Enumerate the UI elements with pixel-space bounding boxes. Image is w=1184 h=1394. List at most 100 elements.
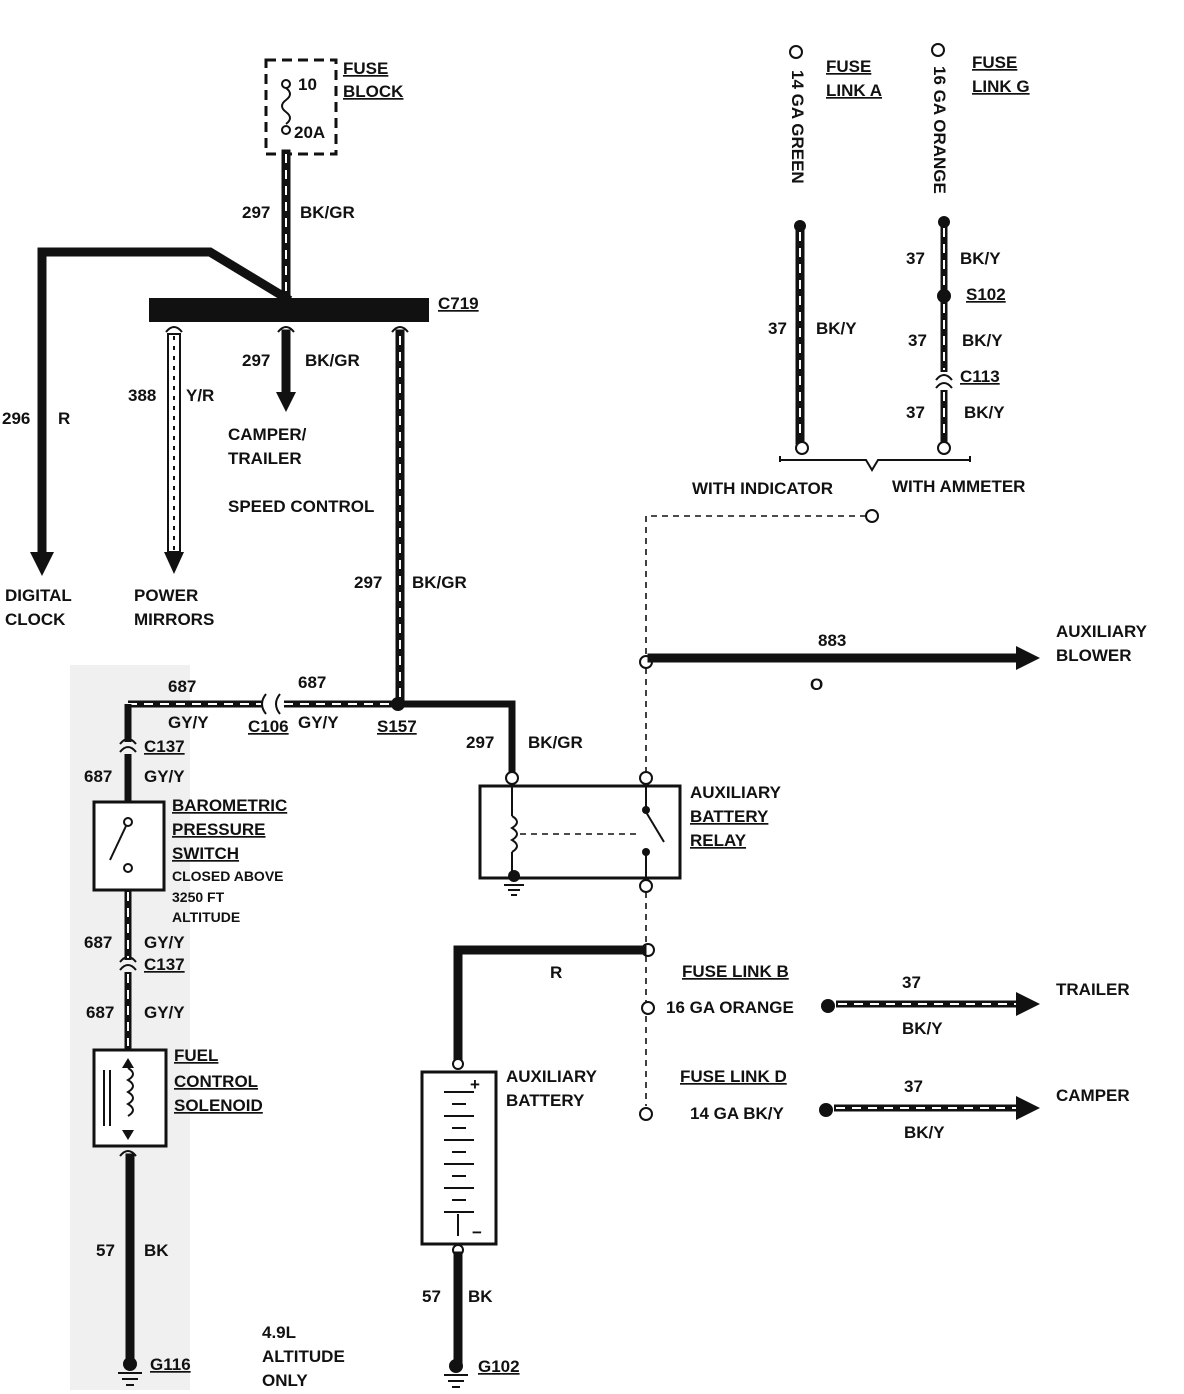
splice-s157: S157 bbox=[128, 697, 516, 774]
connector-c719: C719 bbox=[149, 294, 479, 322]
wire-297-camper-color: BK/GR bbox=[305, 351, 360, 370]
wire-687-b-color: GY/Y bbox=[298, 713, 339, 732]
wire-388-circuit: 388 bbox=[128, 386, 156, 405]
g116-label: G116 bbox=[150, 1355, 191, 1374]
wire-57-right-circuit: 57 bbox=[422, 1287, 441, 1306]
fuse-link-d-gauge: 14 GA BK/Y bbox=[690, 1104, 785, 1123]
c719-label: C719 bbox=[438, 294, 479, 313]
fuse-number: 10 bbox=[298, 75, 317, 94]
camper-trailer-label-2: TRAILER bbox=[228, 449, 302, 468]
c106-label: C106 bbox=[248, 717, 289, 736]
fuse-link-g-title-2: LINK G bbox=[972, 77, 1030, 96]
wire-687-to-solenoid: 687 GY/Y C137 687 GY/Y bbox=[84, 890, 185, 1050]
wire-296-digital-clock: 296 R DIGITAL CLOCK bbox=[2, 247, 293, 629]
wire-883-color: O bbox=[810, 675, 823, 694]
wire-57-g116: 57 BK G116 bbox=[96, 1150, 191, 1386]
camper-label: CAMPER bbox=[1056, 1086, 1130, 1105]
wire-297-relay-color: BK/GR bbox=[528, 733, 583, 752]
baro-note-1: CLOSED ABOVE bbox=[172, 868, 284, 884]
power-mirrors-label-1: POWER bbox=[134, 586, 198, 605]
fuel-label-2: CONTROL bbox=[174, 1072, 258, 1091]
wire-37-ammeter-3-color: BK/Y bbox=[964, 403, 1005, 422]
baro-label-3: SWITCH bbox=[172, 844, 239, 863]
digital-clock-label-2: CLOCK bbox=[5, 610, 66, 629]
wire-883-circuit: 883 bbox=[818, 631, 846, 650]
fuse-rating: 20A bbox=[294, 123, 325, 142]
altitude-note-2: ALTITUDE bbox=[262, 1347, 345, 1366]
fuse-block: 10 20A FUSE BLOCK bbox=[264, 58, 404, 156]
fuse-link-g-ammeter: 16 GA ORANGE FUSE LINK G 37 BK/Y S102 37… bbox=[906, 43, 1030, 455]
wire-37-ammeter-3-circuit: 37 bbox=[906, 403, 925, 422]
wire-687-e-color: GY/Y bbox=[144, 1003, 185, 1022]
fuse-link-g-title-1: FUSE bbox=[972, 53, 1017, 72]
wire-297-camper-circuit: 297 bbox=[242, 351, 270, 370]
wire-57-left-circuit: 57 bbox=[96, 1241, 115, 1260]
c137-bottom-label: C137 bbox=[144, 955, 185, 974]
barometric-pressure-switch: BAROMETRIC PRESSURE SWITCH CLOSED ABOVE … bbox=[92, 796, 287, 925]
fuse-link-d-title: FUSE LINK D bbox=[680, 1067, 787, 1086]
wire-37-ammeter-1-color: BK/Y bbox=[960, 249, 1001, 268]
power-mirrors-label-2: MIRRORS bbox=[134, 610, 214, 629]
wire-296-circuit: 296 bbox=[2, 409, 30, 428]
wire-297-circuit: 297 bbox=[242, 203, 270, 222]
wire-297-to-s157: 297 BK/GR bbox=[354, 326, 467, 705]
c137-top-label: C137 bbox=[144, 737, 185, 756]
fuse-link-a-indicator: 14 GA GREEN FUSE LINK A 37 BK/Y bbox=[768, 45, 882, 455]
fuse-link-a-gauge: 14 GA GREEN bbox=[788, 70, 807, 184]
fuse-link-g-gauge: 16 GA ORANGE bbox=[930, 66, 949, 194]
baro-label-2: PRESSURE bbox=[172, 820, 266, 839]
fuse-link-b-title: FUSE LINK B bbox=[682, 962, 789, 981]
option-bracket: WITH INDICATOR WITH AMMETER bbox=[692, 456, 1025, 498]
fuse-link-d-camper: FUSE LINK D 14 GA BK/Y 37 BK/Y CAMPER bbox=[639, 1067, 1130, 1142]
with-indicator-label: WITH INDICATOR bbox=[692, 479, 833, 498]
dashed-feed-line bbox=[645, 509, 879, 1106]
baro-note-3: ALTITUDE bbox=[172, 909, 240, 925]
s102-label: S102 bbox=[966, 285, 1006, 304]
battery-label-2: BATTERY bbox=[506, 1091, 585, 1110]
fuse-block-title-1: FUSE bbox=[343, 59, 388, 78]
wire-388-power-mirrors: 388 Y/R POWER MIRRORS bbox=[128, 326, 214, 629]
wire-37-ammeter-2-circuit: 37 bbox=[908, 331, 927, 350]
wire-687-d-circuit: 687 bbox=[84, 933, 112, 952]
wire-883-aux-blower: 883 O AUXILIARY BLOWER bbox=[639, 622, 1148, 694]
wire-297-fuse: 297 BK/GR bbox=[242, 149, 355, 303]
wire-297-relay-circuit: 297 bbox=[466, 733, 494, 752]
wire-57-right-color: BK bbox=[468, 1287, 493, 1306]
fuse-link-b-gauge: 16 GA ORANGE bbox=[666, 998, 794, 1017]
baro-label-1: BAROMETRIC bbox=[172, 796, 287, 815]
wire-37-ammeter-2-color: BK/Y bbox=[962, 331, 1003, 350]
battery-plus-sign: + bbox=[470, 1075, 480, 1094]
wire-687-a-color: GY/Y bbox=[168, 713, 209, 732]
wire-37-indicator-color: BK/Y bbox=[816, 319, 857, 338]
aux-blower-label-2: BLOWER bbox=[1056, 646, 1132, 665]
battery-minus-sign: − bbox=[472, 1223, 482, 1242]
relay-label-2: BATTERY bbox=[690, 807, 769, 826]
wire-687-c-circuit: 687 bbox=[84, 767, 112, 786]
auxiliary-battery: + − AUXILIARY BATTERY bbox=[420, 1067, 598, 1246]
baro-note-2: 3250 FT bbox=[172, 889, 225, 905]
wire-687-a-circuit: 687 bbox=[168, 677, 196, 696]
fuel-label-1: FUEL bbox=[174, 1046, 218, 1065]
wire-57-g102: 57 BK G102 bbox=[422, 1244, 520, 1388]
auxiliary-battery-relay: AUXILIARY BATTERY RELAY bbox=[478, 771, 782, 896]
fuse-link-a-title-1: FUSE bbox=[826, 57, 871, 76]
connector-c106: C106 bbox=[248, 693, 289, 736]
c113-label: C113 bbox=[960, 367, 1000, 386]
wire-297-camper-trailer: 297 BK/GR CAMPER/ TRAILER SPEED CONTROL bbox=[228, 326, 374, 516]
speed-control-label: SPEED CONTROL bbox=[228, 497, 374, 516]
wire-37-ammeter-1-circuit: 37 bbox=[906, 249, 925, 268]
s157-label: S157 bbox=[377, 717, 417, 736]
wire-37-camper-color: BK/Y bbox=[904, 1123, 945, 1142]
wire-687-e-circuit: 687 bbox=[86, 1003, 114, 1022]
wire-687-left-vertical: C137 687 GY/Y bbox=[84, 704, 185, 802]
camper-trailer-label-1: CAMPER/ bbox=[228, 425, 307, 444]
altitude-note-3: ONLY bbox=[262, 1371, 308, 1390]
battery-label-1: AUXILIARY bbox=[506, 1067, 598, 1086]
relay-label-3: RELAY bbox=[690, 831, 747, 850]
altitude-note-1: 4.9L bbox=[262, 1323, 296, 1342]
aux-blower-label-1: AUXILIARY bbox=[1056, 622, 1148, 641]
wire-296-color: R bbox=[58, 409, 70, 428]
wire-297-vertical-circuit: 297 bbox=[354, 573, 382, 592]
g102-label: G102 bbox=[478, 1357, 520, 1376]
